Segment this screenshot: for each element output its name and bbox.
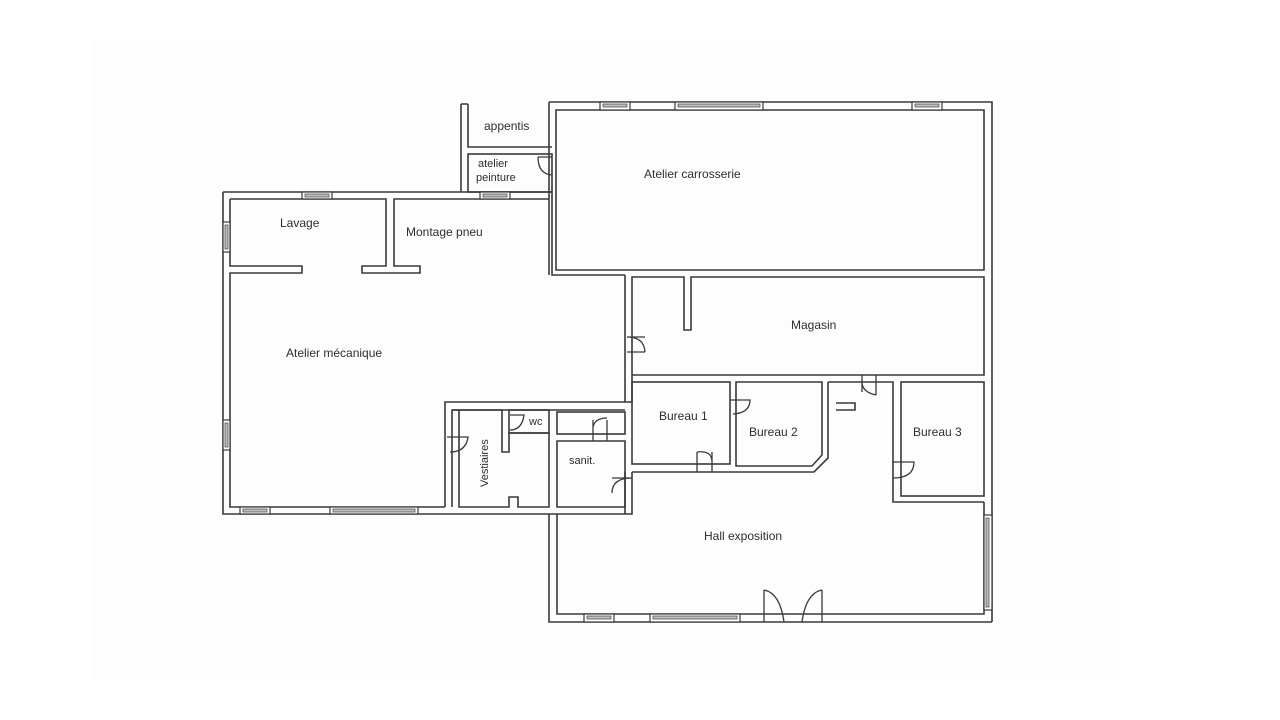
room-label-bureau-3: Bureau 3 [913, 425, 962, 439]
room-label-atelier-peinture-line1: atelier [478, 158, 508, 170]
room-label-appentis: appentis [484, 119, 530, 133]
appentis-walls [460, 103, 552, 192]
hall-exposition-walls [548, 472, 992, 623]
room-label-hall-exposition: Hall exposition [704, 529, 783, 543]
room-label-montage-pneu: Montage pneu [406, 225, 483, 239]
room-label-bureau-2: Bureau 2 [749, 425, 798, 439]
windows [222, 101, 993, 623]
doors [447, 156, 915, 623]
atelier-carrosserie-walls [548, 101, 993, 622]
room-label-magasin: Magasin [791, 318, 837, 332]
bureau-walls [631, 381, 985, 503]
room-label-atelier-carrosserie: Atelier carrosserie [644, 167, 741, 181]
room-label-atelier-peinture-line2: peinture [476, 172, 516, 184]
room-label-sanit: sanit. [569, 455, 596, 467]
west-wing-walls [222, 191, 625, 515]
scan-background [90, 40, 1120, 680]
room-label-atelier-mecanique: Atelier mécanique [286, 346, 383, 360]
room-label-lavage: Lavage [280, 216, 320, 230]
room-label-vestiaires: Vestiaires [479, 439, 491, 487]
room-label-wc: wc [529, 416, 543, 428]
room-label-bureau-1: Bureau 1 [659, 409, 708, 423]
